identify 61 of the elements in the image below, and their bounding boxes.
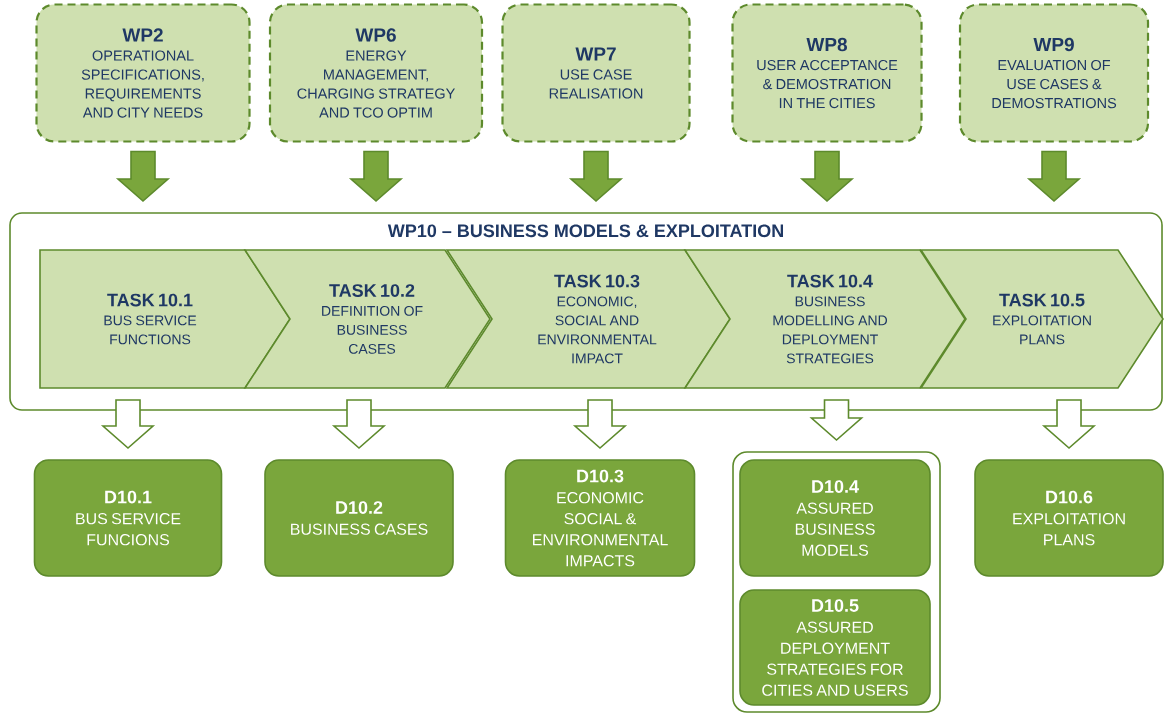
group-box (732, 451, 941, 713)
description: BUSINESS MODELLING AND DEPLOYMENT STRATEGIES (773, 296, 887, 364)
task-box (919, 249, 1164, 389)
heading: WP6 (355, 28, 396, 42)
task-box (445, 249, 731, 389)
deliverable-box (504, 459, 696, 577)
deliverable-box (264, 459, 454, 577)
block-arrow (115, 150, 171, 203)
description: EXPLOITATION PLANS (1013, 513, 1125, 546)
heading: D10.2 (336, 501, 383, 514)
description: USE CASE REALISATION (549, 69, 643, 99)
description: ECONOMIC, SOCIAL AND ENVIRONMENTAL IMPACT (538, 296, 657, 364)
heading: D10.5 (812, 599, 859, 612)
task-box (243, 249, 491, 389)
work-package-box (958, 3, 1150, 143)
work-package-box (501, 3, 691, 143)
heading: D10.1 (105, 490, 152, 504)
heading: TASK 10.4 (787, 274, 873, 288)
block-arrow (809, 399, 864, 442)
description: USER ACCEPTANCE & DEMOSTRATION IN THE CITIES (757, 59, 898, 109)
description: ASSURED BUSINESS MODELS (795, 502, 875, 556)
task-box (683, 249, 966, 389)
heading: D10.3 (577, 469, 624, 483)
heading: WP7 (575, 47, 616, 61)
deliverable-box (33, 459, 223, 577)
block-arrow (331, 399, 387, 450)
work-package-box (268, 3, 484, 143)
block-arrow (1026, 150, 1082, 203)
description: BUS SERVICE FUNCTIONS (104, 315, 197, 345)
heading: TASK 10.2 (329, 284, 415, 297)
heading: WP10 – BUSINESS MODELS & EXPLOITATION (387, 224, 783, 238)
description: OPERATIONAL SPECIFICATIONS, REQUIREMENTS AND CITY NEEDS (81, 50, 204, 118)
heading: TASK 10.5 (999, 293, 1085, 307)
heading: D10.6 (1046, 490, 1093, 504)
description: ASSURED DEPLOYMENT STRATEGIES FOR CITIES AND USERS (762, 621, 908, 696)
heading: D10.4 (812, 480, 859, 493)
heading: TASK 10.1 (107, 293, 193, 307)
description: BUS SERVICE FUNCIONS (76, 513, 181, 546)
heading: TASK 10.3 (554, 274, 640, 288)
description: EVALUATION OF USE CASES & DEMOSTRATIONS (992, 59, 1117, 109)
deliverable-box (974, 459, 1164, 577)
description: ENERGY MANAGEMENT, CHARGING STRATEGY AND TCO OPTIM (297, 50, 455, 118)
work-package-box (35, 3, 251, 143)
description: EXPLOITATION PLANS (993, 315, 1091, 345)
heading: WP8 (806, 37, 847, 52)
work-package-box (731, 3, 923, 143)
task-box (39, 249, 291, 389)
block-arrow (572, 399, 628, 450)
block-arrow (100, 399, 156, 450)
heading: WP9 (1033, 37, 1074, 52)
description: ECONOMIC SOCIAL & ENVIRONMENTAL IMPACTS (533, 492, 668, 567)
block-arrow (568, 150, 624, 203)
deliverable-box (739, 589, 931, 706)
description: BUSINESS CASES (291, 523, 428, 535)
heading: WP2 (122, 28, 163, 42)
container-box (9, 212, 1163, 411)
block-arrow (1041, 399, 1097, 450)
block-arrow (799, 150, 855, 203)
block-arrow (348, 150, 404, 203)
description: DEFINITION OF BUSINESS CASES (322, 305, 423, 354)
deliverable-box (739, 459, 931, 577)
